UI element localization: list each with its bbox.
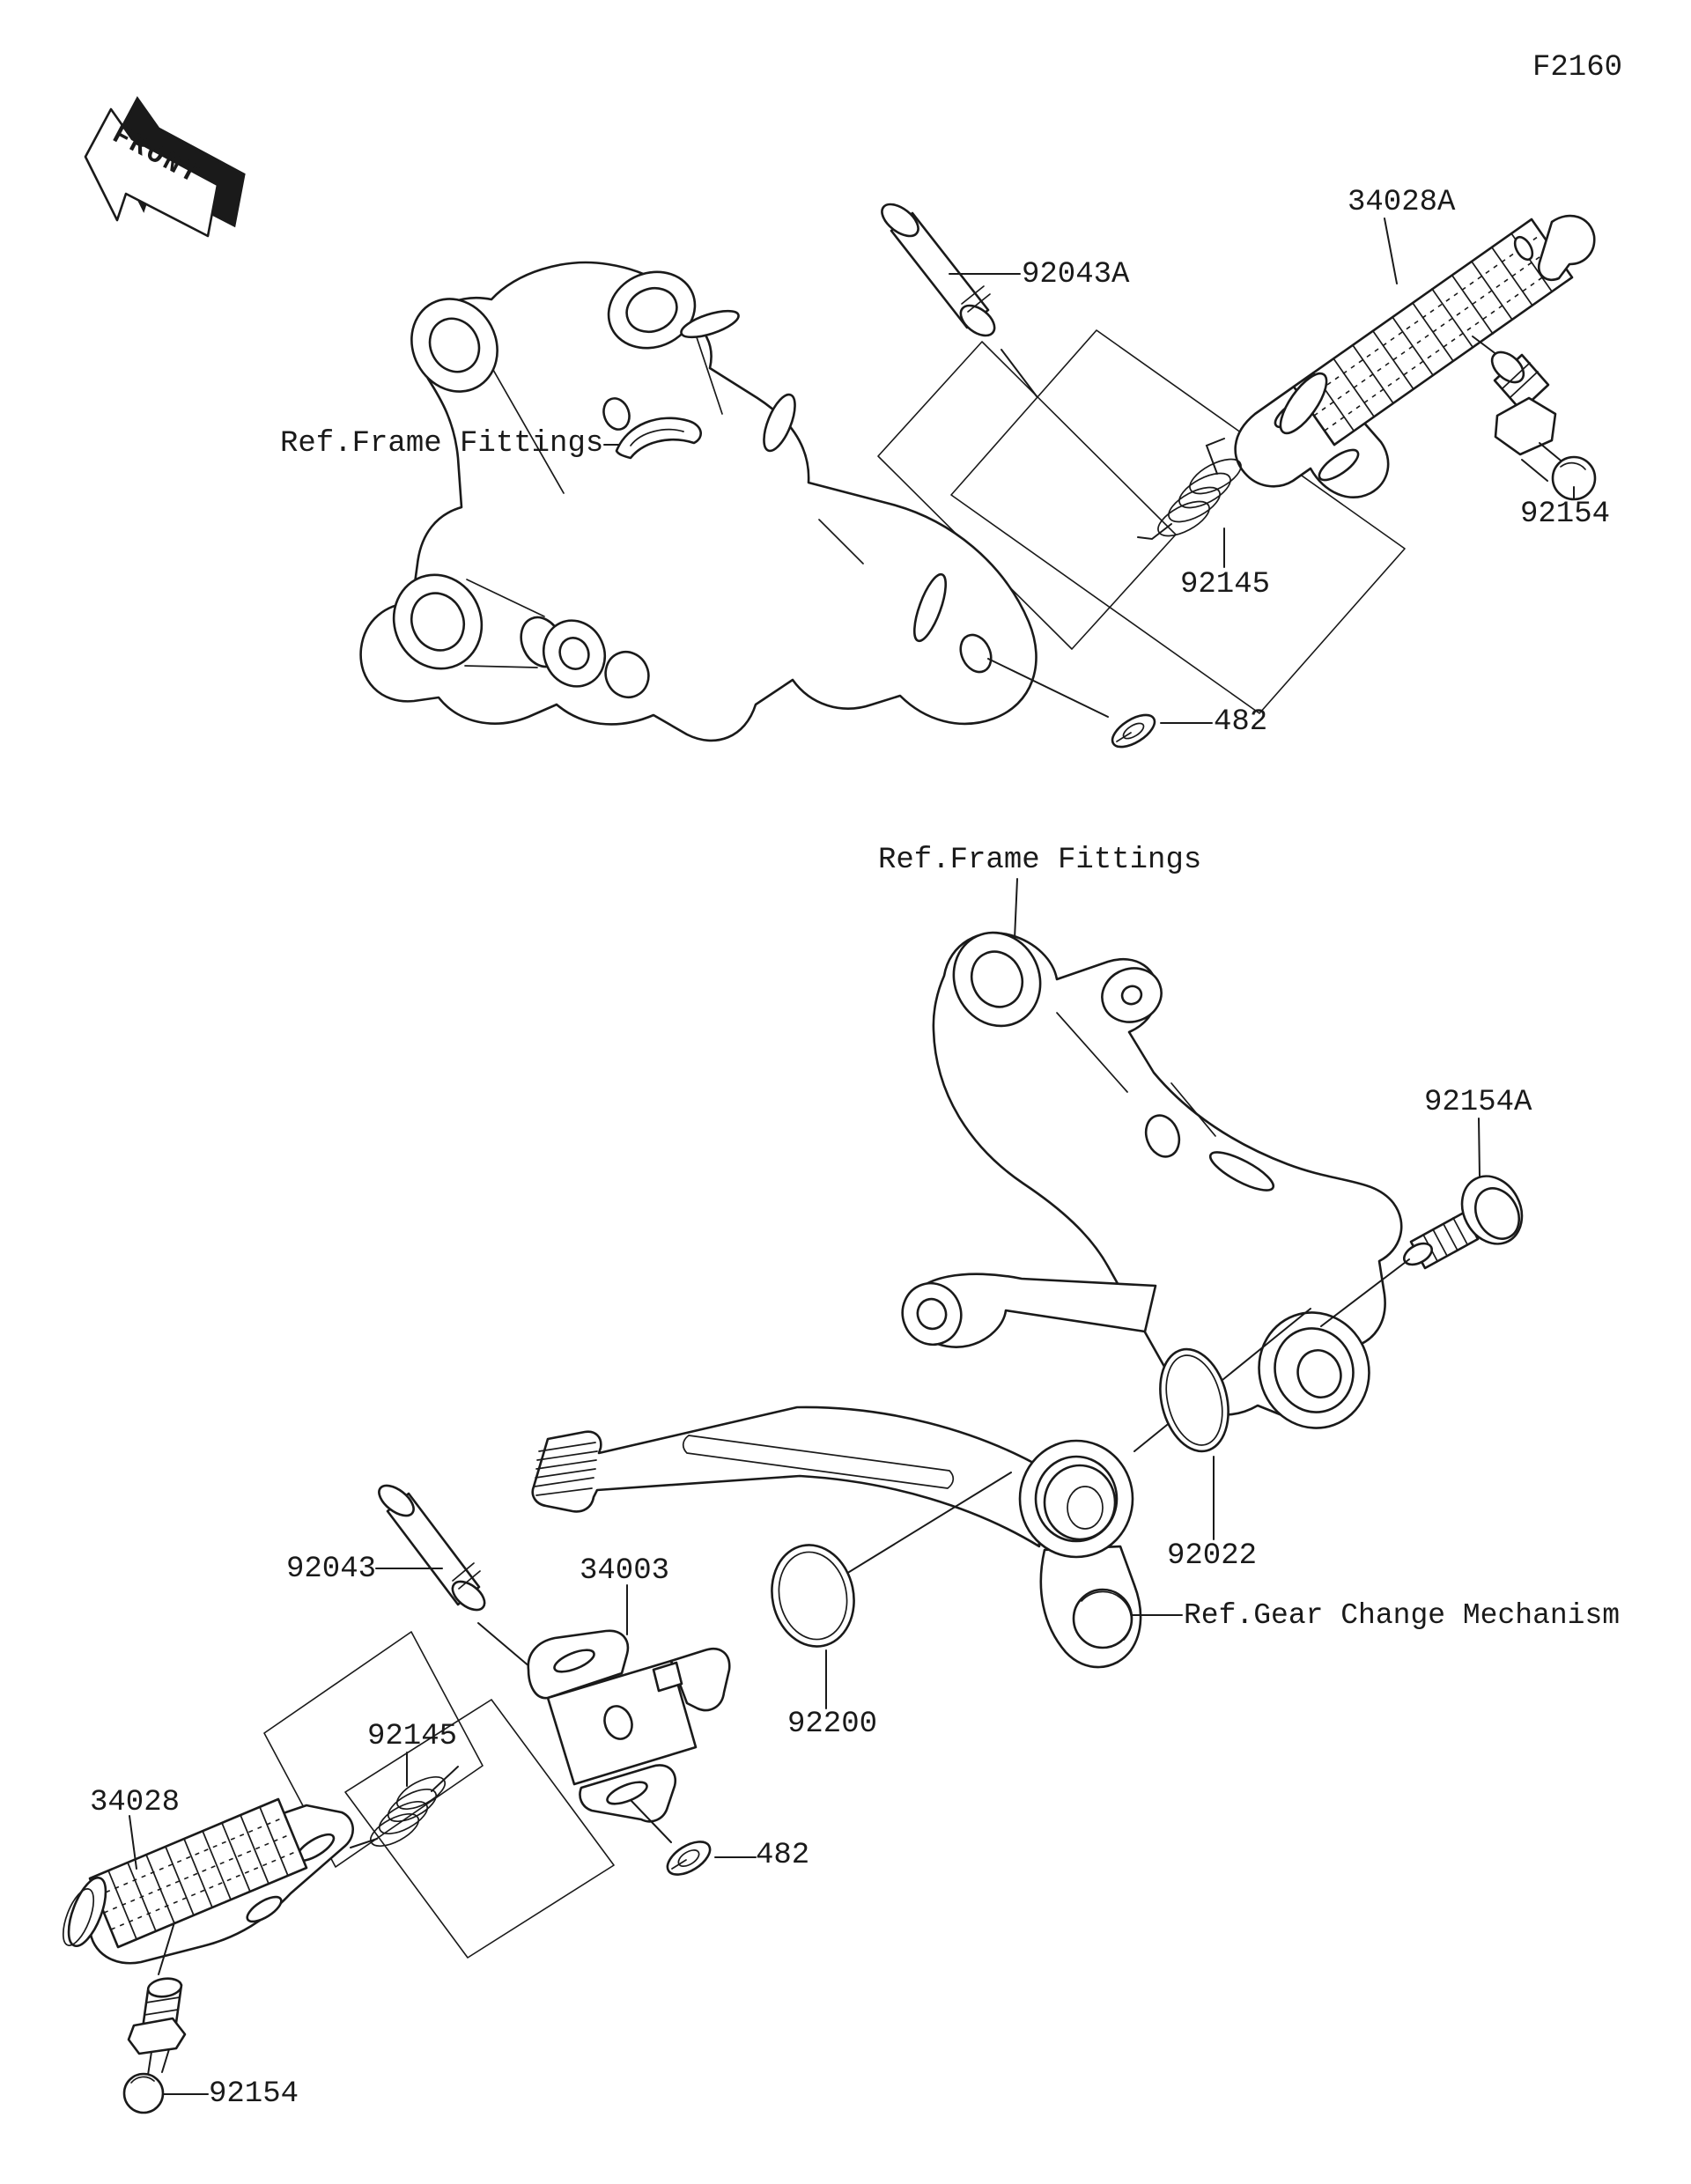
bolt-92154-bottom-drawing [122,1977,187,2114]
callout-34028a: 34028A [1348,186,1456,219]
callout-34028: 34028 [90,1786,181,1819]
washer-92200-drawing [771,1472,1012,1648]
circlip-482-top-drawing [1111,713,1156,749]
holder-34003-drawing [527,1629,731,1843]
callout-ref-frame-fittings-top: Ref.Frame Fittings [280,427,604,461]
callout-ref-frame-fittings-middle: Ref.Frame Fittings [878,844,1202,877]
footpeg-34028a-drawing [1234,214,1596,498]
guide-box-bottom-2 [344,1699,615,1959]
frame-fittings-bracket-top [359,261,1037,742]
callout-92200: 92200 [787,1708,878,1741]
bolt-92154a-drawing [1320,1175,1524,1327]
callout-92154a: 92154A [1424,1086,1532,1119]
callout-ref-gear-change-mechanism: Ref.Gear Change Mechanism [1184,1599,1621,1632]
spring-92145-top-drawing [1137,438,1242,541]
oring-92022-drawing [1133,1308,1311,1453]
sheet-code: F2160 [1532,51,1623,85]
callout-92154-top: 92154 [1520,498,1611,531]
pin-92043-drawing [378,1484,549,1683]
bolt-92154-top-drawing [1490,350,1597,501]
callout-92145-top: 92145 [1180,568,1271,601]
spring-92145-bottom-drawing [350,1766,459,1848]
guide-box-top-2 [877,341,1177,650]
callout-34003: 34003 [580,1554,670,1588]
callout-92043a: 92043A [1022,258,1130,291]
frame-fittings-bracket-middle [901,931,1403,1429]
callout-92022: 92022 [1167,1539,1258,1573]
footpeg-34028-drawing [62,1797,354,1975]
callout-482-bottom: 482 [756,1839,810,1872]
callout-92154-bottom: 92154 [209,2077,299,2111]
callout-92145-bottom: 92145 [367,1720,458,1753]
front-arrow: FRONT [84,96,246,238]
circlip-482-bottom-drawing [666,1841,712,1876]
gear-change-lever-drawing [531,1406,1142,1669]
pin-92043a-drawing [881,203,1037,397]
callout-92043: 92043 [286,1553,377,1586]
callout-482-top: 482 [1214,705,1268,739]
leader-lines [129,218,1575,2095]
